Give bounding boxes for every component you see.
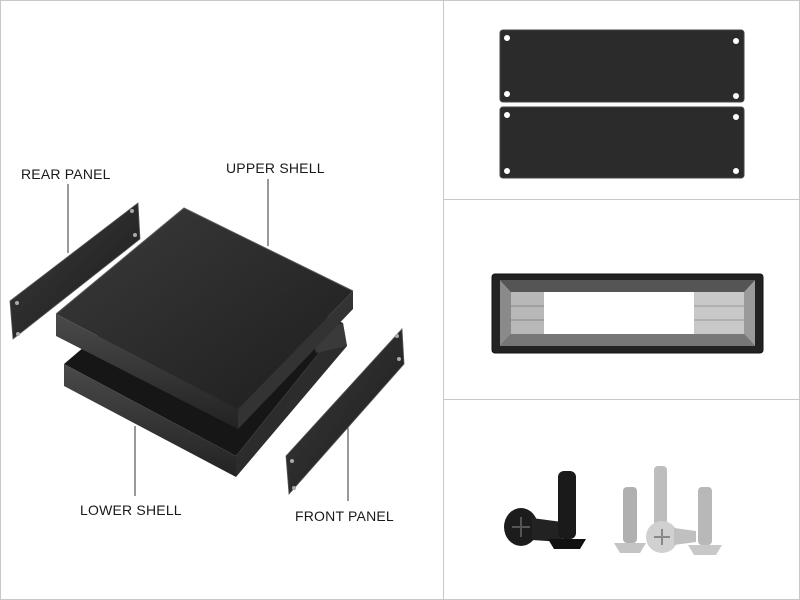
rear-panel-label: REAR PANEL	[21, 166, 111, 182]
enclosure-illustration	[9, 179, 405, 501]
upper-shell-label: UPPER SHELL	[226, 160, 325, 176]
front-panel	[285, 328, 405, 495]
black-screw-standing	[548, 471, 586, 549]
flat-panels-illustration	[499, 29, 745, 179]
screws-image	[443, 399, 800, 600]
exploded-enclosure-panel: REAR PANEL UPPER SHELL LOWER SHELL FRONT…	[0, 0, 444, 600]
steel-screw-1	[614, 487, 646, 553]
lower-shell-label: LOWER SHELL	[80, 502, 182, 518]
steel-screw-lying	[646, 521, 696, 553]
rear-panel	[9, 202, 141, 340]
panels-detail-image	[443, 0, 800, 200]
screws-illustration	[504, 466, 722, 555]
end-view-illustration	[491, 273, 764, 354]
enclosure-end-view-image	[443, 199, 800, 400]
panel-bottom	[499, 106, 745, 179]
black-screw-lying	[504, 508, 562, 546]
panel-top	[499, 29, 745, 103]
upper-shell	[55, 207, 354, 429]
front-panel-label: FRONT PANEL	[295, 508, 394, 524]
steel-screw-2	[654, 466, 667, 526]
steel-screw-3	[688, 487, 722, 555]
